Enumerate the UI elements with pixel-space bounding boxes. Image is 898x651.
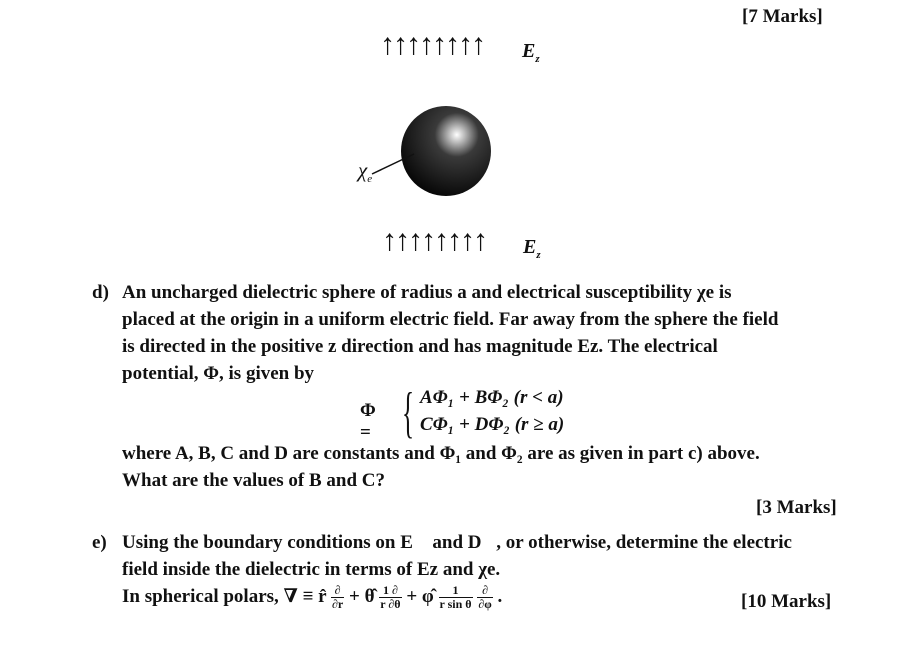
fraction-one-over-rsin-num: 1 <box>438 584 473 599</box>
part-e-line-1: Using the boundary conditions on E⃗ and … <box>122 532 792 553</box>
fraction-d-dphi-num: ∂ <box>477 584 493 599</box>
part-d-text: An uncharged dielectric sphere of radius… <box>122 279 847 387</box>
part-d-continuation: where A, B, C and D are constants and Φ₁… <box>122 440 842 494</box>
part-e-line-2: field inside the dielectric in terms of … <box>122 559 501 580</box>
field-label-top-subscript: z <box>535 53 540 65</box>
equation-lhs: Φ = <box>360 400 376 443</box>
field-label-top-symbol: E <box>522 40 536 62</box>
field-label-bottom: Ez <box>523 236 541 261</box>
part-d-letter: d) <box>92 282 109 303</box>
fraction-one-over-rsin-den: r sin θ <box>439 597 472 612</box>
equation-case-inside: AΦ₁ + BΦ₂ (r < a) <box>420 387 564 408</box>
field-arrows-top: ↑↑↑↑↑↑↑↑ <box>380 28 486 61</box>
part-d-line-1: An uncharged dielectric sphere of radius… <box>122 282 732 303</box>
field-label-top: Ez <box>522 40 540 65</box>
susceptibility-symbol: χ <box>358 158 368 182</box>
fraction-d-dphi-den: ∂φ <box>478 597 492 612</box>
equation-brace: { <box>402 382 415 444</box>
chi-pointer-line <box>371 153 415 175</box>
part-d-line-5: where A, B, C and D are constants and Φ₁… <box>122 443 760 464</box>
line-end-period: . <box>497 586 503 607</box>
plus-phi: + φ̂ <box>406 586 434 607</box>
part-e-text: Using the boundary conditions on E⃗ and … <box>122 529 852 611</box>
nabla-prefix: In spherical polars, ∇ ≡ r̂ <box>122 586 327 607</box>
fraction-d-dtheta-den: r ∂θ <box>380 597 401 612</box>
fraction-d-dtheta-num: 1 ∂ <box>379 584 402 599</box>
part-d-line-6: What are the values of B and C? <box>122 470 386 491</box>
part-e-line-3: In spherical polars, ∇ ≡ r̂ ∂∂r + θ̂ 1 ∂… <box>122 583 852 611</box>
marks-part-d: [3 Marks] <box>756 497 837 518</box>
part-e-letter: e) <box>92 532 107 553</box>
plus-theta: + θ̂ <box>349 586 375 607</box>
susceptibility-label: χe <box>358 158 372 185</box>
fraction-d-dr-num: ∂ <box>331 584 345 599</box>
marks-part-e: [10 Marks] <box>741 591 832 612</box>
field-label-bottom-symbol: E <box>523 236 537 258</box>
part-d-line-2: placed at the origin in a uniform electr… <box>122 309 779 330</box>
equation-case-outside: CΦ₁ + DΦ₂ (r ≥ a) <box>420 414 565 435</box>
marks-top: [7 Marks] <box>742 6 823 27</box>
susceptibility-subscript: e <box>367 173 373 186</box>
fraction-d-dtheta: 1 ∂r ∂θ <box>379 584 402 612</box>
part-d-line-3: is directed in the positive z direction … <box>122 336 718 357</box>
field-label-bottom-subscript: z <box>536 249 541 261</box>
part-d-line-4: potential, Φ, is given by <box>122 363 315 384</box>
fraction-d-dr: ∂∂r <box>331 584 345 612</box>
field-arrows-bottom: ↑↑↑↑↑↑↑↑ <box>382 224 488 257</box>
fraction-d-dr-den: ∂r <box>332 597 344 612</box>
sphere-body <box>401 106 491 196</box>
fraction-d-dphi: ∂∂φ <box>477 584 493 612</box>
dielectric-sphere <box>401 106 491 196</box>
